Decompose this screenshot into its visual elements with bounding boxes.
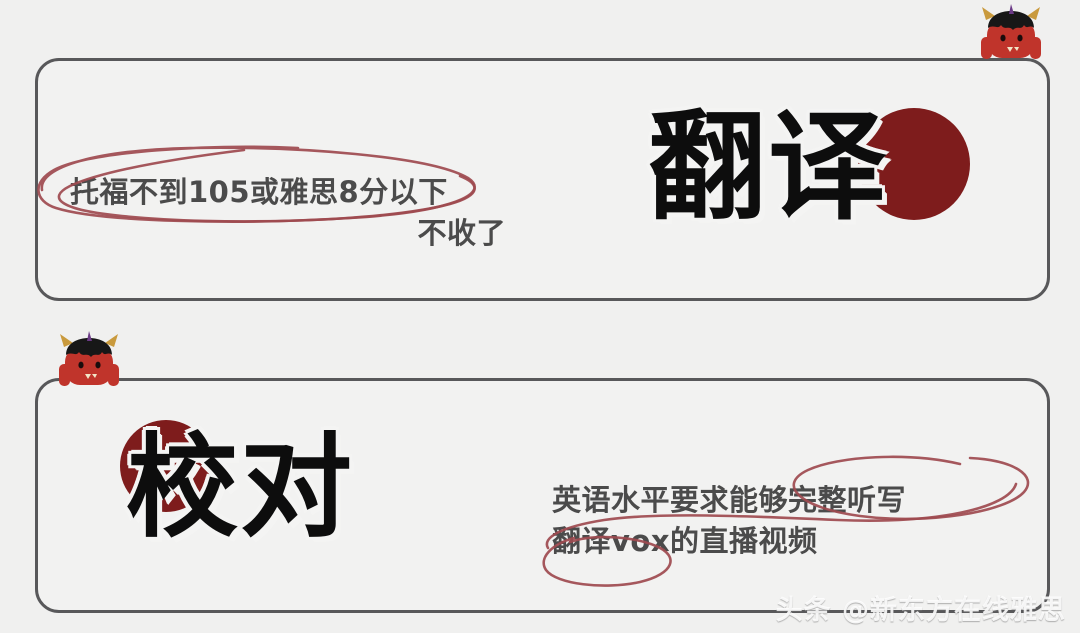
watermark: 头条 @新东方在线雅思 — [775, 595, 1066, 626]
red-circle-accent-translate — [858, 108, 970, 220]
headline-translate: 翻译 — [648, 98, 889, 236]
body-text-proofread: 英语水平要求能够完整听写 翻译vox的直播视频 — [552, 480, 906, 562]
headline-proofread: 校对 — [126, 423, 354, 553]
body-line-translate-2: 不收了 — [417, 216, 506, 251]
devil-emoji-sticker-card-proofread — [59, 331, 119, 386]
body-line-proofread-1: 英语水平要求能够完整听写 — [552, 483, 907, 517]
red-circle-accent-proofread — [120, 420, 212, 512]
body-line-proofread-2: 翻译vox的直播视频 — [552, 524, 818, 559]
body-line-translate-1: 托福不到105或雅思8分以下 — [70, 175, 448, 209]
devil-emoji-sticker-top-right — [981, 4, 1041, 59]
body-text-translate: 托福不到105或雅思8分以下 不收了 — [70, 172, 530, 254]
